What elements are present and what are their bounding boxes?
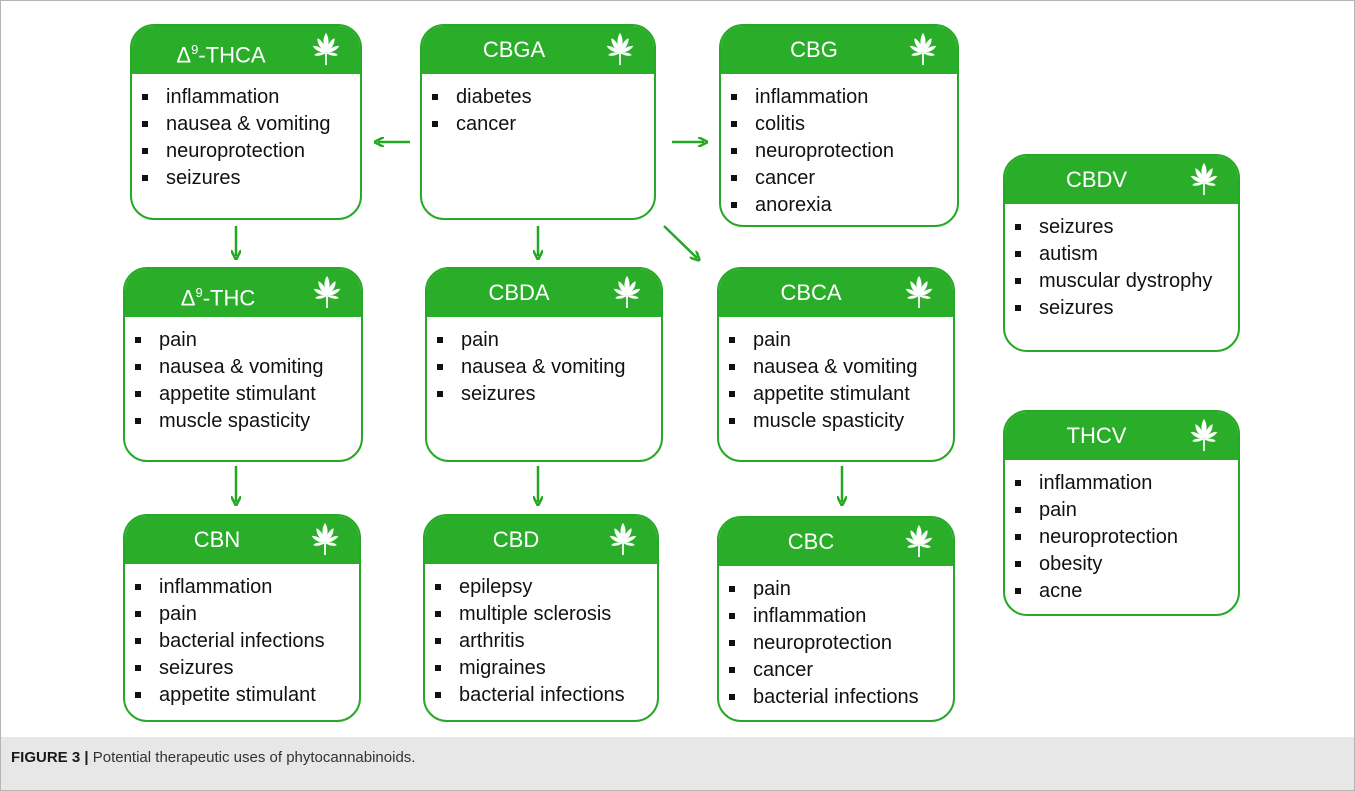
cannabis-leaf-icon [909, 33, 937, 65]
list-item: inflammation [719, 603, 919, 630]
list-item: appetite stimulant [719, 381, 918, 408]
list-item: seizures [1005, 295, 1212, 322]
list-item: appetite stimulant [125, 381, 324, 408]
cannabis-leaf-icon [905, 276, 933, 308]
cannabis-leaf-icon [1190, 419, 1218, 451]
cannabis-leaf-icon [312, 33, 340, 65]
list-item: bacterial infections [719, 684, 919, 711]
card-title: CBG [790, 37, 838, 62]
list-item: inflammation [125, 574, 325, 601]
list-item: seizures [427, 381, 626, 408]
list-item: seizures [1005, 214, 1212, 241]
list-item: nausea & vomiting [132, 111, 331, 138]
list-item: pain [125, 601, 325, 628]
list-item: obesity [1005, 551, 1178, 578]
list-item: arthritis [425, 628, 625, 655]
list-item: anorexia [721, 192, 894, 219]
list-item: inflammation [132, 84, 331, 111]
cannabis-leaf-icon [613, 276, 641, 308]
card-title: CBDV [1065, 167, 1128, 192]
list-item: diabetes [422, 84, 532, 111]
list-item: cancer [422, 111, 532, 138]
list-item: neuroprotection [721, 138, 894, 165]
list-item: pain [719, 576, 919, 603]
list-item: pain [1005, 497, 1178, 524]
cannabis-leaf-icon [311, 523, 339, 555]
list-item: muscle spasticity [125, 408, 324, 435]
cannabis-leaf-icon [1190, 163, 1218, 195]
list-item: multiple sclerosis [425, 601, 625, 628]
card-title: Δ9-THC [180, 285, 256, 311]
caption-bar [1, 737, 1354, 790]
list-item: nausea & vomiting [719, 354, 918, 381]
list-item: colitis [721, 111, 894, 138]
list-item: cancer [721, 165, 894, 192]
cannabis-leaf-icon [606, 33, 634, 65]
card-title: CBD [492, 527, 540, 552]
caption-separator: | [84, 749, 89, 766]
card-title: CBDA [488, 280, 550, 305]
cannabis-leaf-icon [313, 276, 341, 308]
list-item: seizures [132, 165, 331, 192]
list-item: migraines [425, 655, 625, 682]
list-item: pain [427, 327, 626, 354]
list-item: bacterial infections [425, 682, 625, 709]
list-item: acne [1005, 578, 1178, 605]
list-item: appetite stimulant [125, 682, 325, 709]
list-item: seizures [125, 655, 325, 682]
cannabis-leaf-icon [905, 525, 933, 557]
list-item: nausea & vomiting [125, 354, 324, 381]
list-item: autism [1005, 241, 1212, 268]
list-item: inflammation [721, 84, 894, 111]
list-item: nausea & vomiting [427, 354, 626, 381]
card-title: CBGA [482, 37, 546, 62]
list-item: epilepsy [425, 574, 625, 601]
list-item: pain [719, 327, 918, 354]
card-title: CBC [787, 529, 835, 554]
list-item: neuroprotection [132, 138, 331, 165]
card-title: THCV [1066, 423, 1127, 448]
arrow-cbga-to-cbca [663, 225, 697, 258]
card-title: CBCA [780, 280, 842, 305]
list-item: bacterial infections [125, 628, 325, 655]
caption-text: Potential therapeutic uses of phytocanna… [92, 749, 416, 766]
list-item: inflammation [1005, 470, 1178, 497]
list-item: cancer [719, 657, 919, 684]
list-item: neuroprotection [719, 630, 919, 657]
list-item: neuroprotection [1005, 524, 1178, 551]
figure-label: FIGURE 3 [11, 749, 81, 766]
cannabis-leaf-icon [609, 523, 637, 555]
figure-caption: FIGURE 3 | Potential therapeutic uses of… [11, 749, 415, 766]
card-title: Δ9-THCA [176, 42, 266, 68]
card-title: CBN [193, 527, 241, 552]
list-item: muscular dystrophy [1005, 268, 1212, 295]
list-item: muscle spasticity [719, 408, 918, 435]
list-item: pain [125, 327, 324, 354]
